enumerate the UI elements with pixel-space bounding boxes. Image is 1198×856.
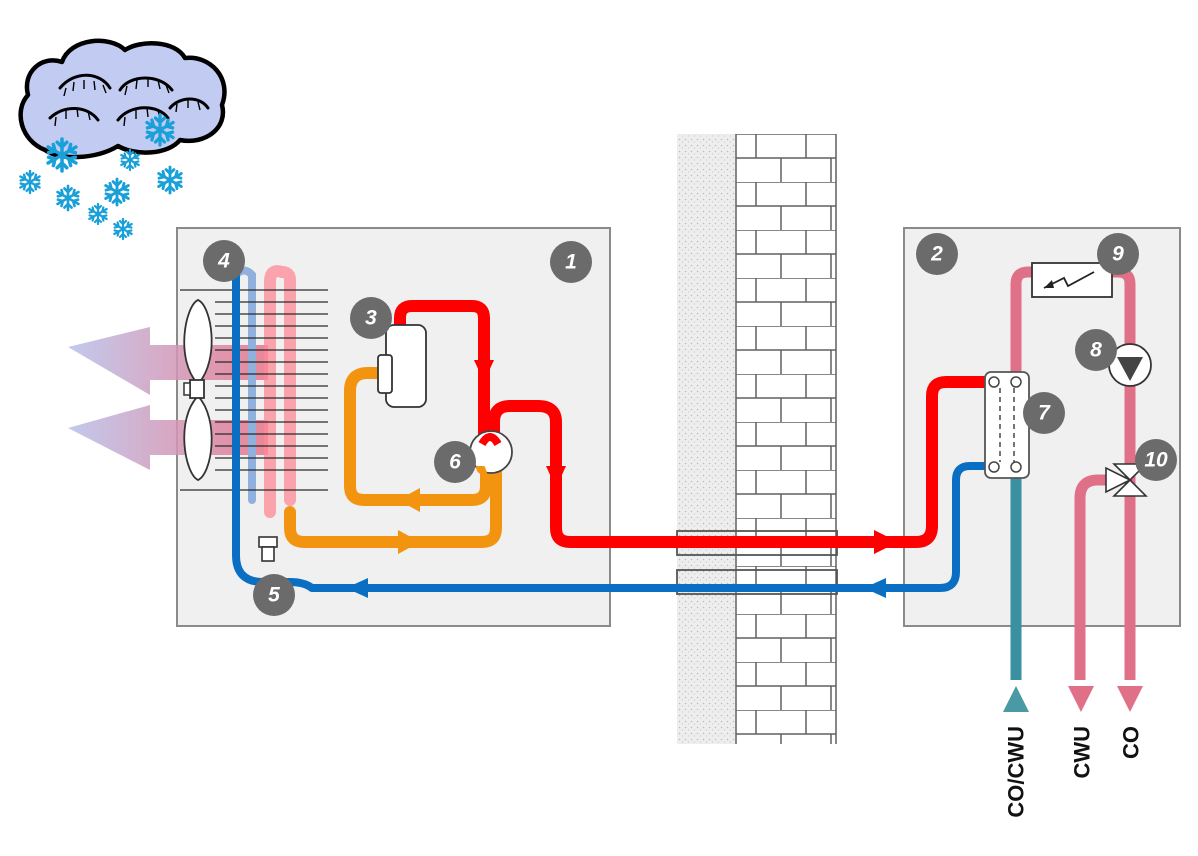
refrigerant-line-blue-return bbox=[258, 462, 994, 592]
wall bbox=[677, 134, 837, 744]
badge-label-1: 1 bbox=[565, 251, 577, 274]
wall-insulation bbox=[677, 134, 736, 744]
badge-expansion-valve: 5 bbox=[253, 574, 295, 616]
badge-evaporator: 4 bbox=[203, 240, 245, 282]
badge-compressor: 3 bbox=[350, 297, 392, 339]
badge-label-8: 8 bbox=[1090, 339, 1102, 362]
badge-label-4: 4 bbox=[217, 250, 230, 273]
orange-arrow-2 bbox=[398, 530, 420, 554]
outlet-label-co-cwu: CO/CWU bbox=[1004, 726, 1029, 818]
badge-outdoor-unit: 1 bbox=[550, 241, 592, 283]
badge-three-way-valve: 10 bbox=[1135, 439, 1177, 481]
badge-four-way-valve: 6 bbox=[434, 441, 476, 483]
snow-cloud-icon bbox=[18, 38, 227, 241]
badge-label-10: 10 bbox=[1144, 449, 1168, 472]
cwu-arrow bbox=[1068, 686, 1094, 712]
airflow-arrow-lower bbox=[68, 405, 268, 470]
red-arrow-2 bbox=[546, 466, 566, 488]
co-cwu-arrow bbox=[1003, 686, 1029, 712]
badge-electric-heater: 9 bbox=[1097, 233, 1139, 275]
badge-label-7: 7 bbox=[1038, 402, 1051, 425]
badge-label-2: 2 bbox=[930, 243, 943, 266]
pump-icon bbox=[1108, 343, 1152, 387]
airflow-arrows bbox=[68, 327, 268, 470]
badge-indoor-unit: 2 bbox=[916, 233, 958, 275]
airflow-arrow-upper bbox=[68, 327, 268, 395]
wall-sleeve-lower bbox=[676, 569, 838, 595]
orange-arrow-1 bbox=[398, 488, 420, 512]
refrigerant-line-red-supply bbox=[488, 376, 994, 548]
dhw-pipe bbox=[1074, 474, 1113, 680]
wall-bricks bbox=[736, 134, 836, 744]
plate-heat-exchanger bbox=[984, 371, 1030, 479]
blue-arrow-2 bbox=[864, 578, 886, 598]
badge-plate-exchanger: 7 bbox=[1023, 392, 1065, 434]
fan-icon bbox=[183, 299, 213, 481]
compressor bbox=[377, 324, 427, 408]
evaporator-coil bbox=[180, 265, 328, 586]
outlet-label-cwu: CWU bbox=[1070, 726, 1095, 779]
evaporator-pipe-blue bbox=[232, 272, 267, 586]
expansion-valve bbox=[258, 536, 278, 562]
badge-label-5: 5 bbox=[268, 584, 280, 607]
heater-icon bbox=[1031, 262, 1113, 298]
badge-circulation-pump: 8 bbox=[1075, 329, 1117, 371]
badge-label-9: 9 bbox=[1112, 243, 1124, 266]
refrigerant-line-orange-loop bbox=[344, 367, 492, 506]
four-way-valve bbox=[469, 430, 513, 475]
blue-arrow-1 bbox=[346, 578, 368, 598]
evaporator-loop-pink bbox=[264, 265, 296, 518]
badge-label-6: 6 bbox=[449, 451, 461, 474]
co-arrow bbox=[1117, 686, 1143, 712]
red-arrow-1 bbox=[474, 360, 494, 382]
badge-label-3: 3 bbox=[365, 307, 377, 330]
outlet-label-co: CO bbox=[1119, 726, 1144, 759]
heating-supply-pipe bbox=[1010, 266, 1042, 380]
red-arrow-3 bbox=[874, 530, 898, 554]
